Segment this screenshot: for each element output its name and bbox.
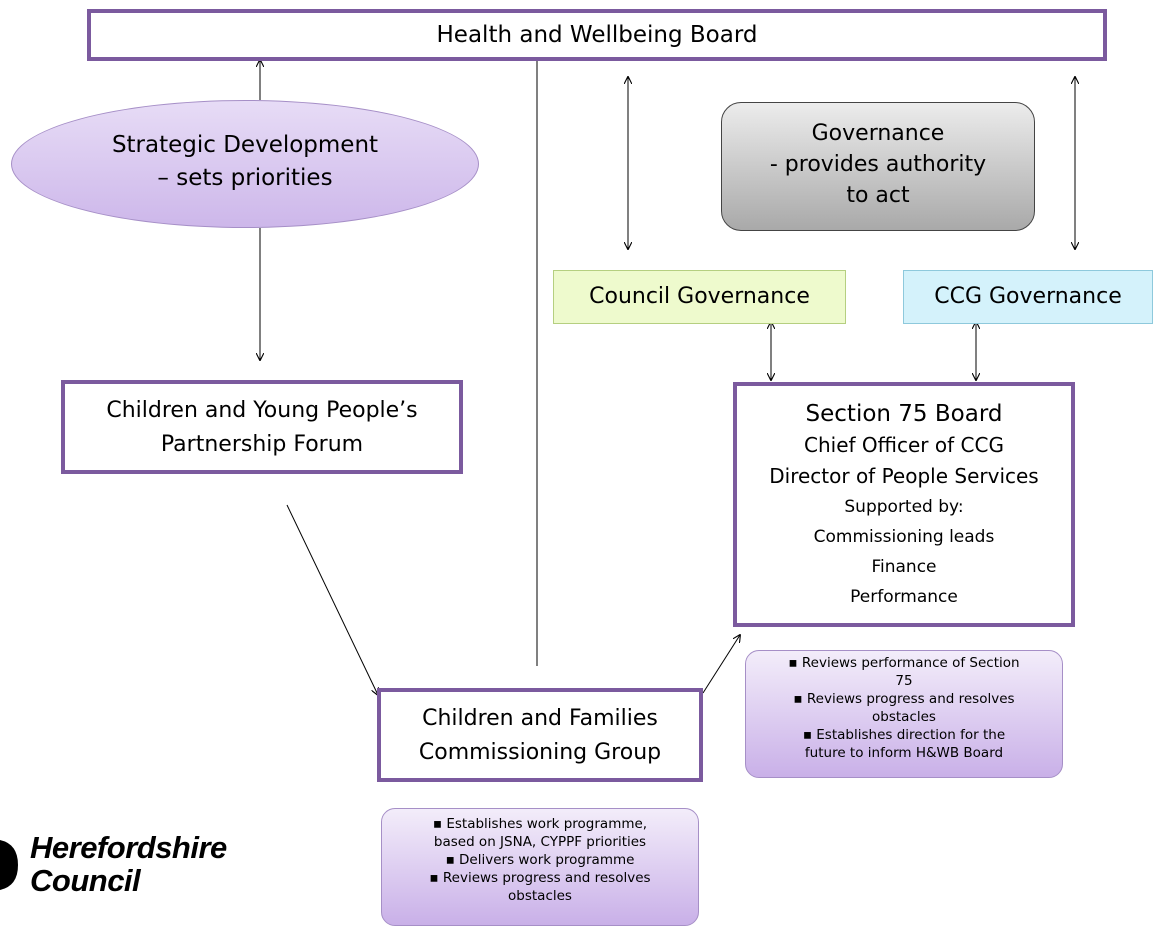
logo-line-1: Herefordshire bbox=[30, 830, 227, 865]
strategic-line-1: Strategic Development bbox=[111, 132, 379, 158]
governance-line-3: to act bbox=[846, 183, 910, 208]
s75-performance: Performance bbox=[850, 587, 958, 607]
cfcg-box: Children and Families Commissioning Grou… bbox=[377, 688, 703, 782]
s75-note-3b: future to inform H&WB Board bbox=[804, 745, 1004, 761]
logo-line-2: Council bbox=[30, 863, 141, 898]
s75-note-2b: obstacles bbox=[872, 709, 936, 725]
cyppf-box: Children and Young People’s Partnership … bbox=[61, 380, 463, 474]
s75-director: Director of People Services bbox=[769, 464, 1039, 488]
cfcg-line-2: Commissioning Group bbox=[418, 740, 662, 765]
cyppf-line-1: Children and Young People’s bbox=[106, 398, 418, 423]
s75-finance: Finance bbox=[871, 557, 937, 577]
ccg-governance-box: CCG Governance bbox=[903, 270, 1153, 324]
cfcg-note-2: Delivers work programme bbox=[382, 851, 698, 869]
governance-line-1: Governance bbox=[811, 121, 945, 146]
s75-chief-officer: Chief Officer of CCG bbox=[804, 433, 1004, 457]
board-title: Health and Wellbeing Board bbox=[436, 22, 758, 48]
health-wellbeing-board-box: Health and Wellbeing Board bbox=[87, 9, 1107, 61]
council-governance-box: Council Governance bbox=[553, 270, 846, 324]
cfcg-note-1a: Establishes work programme, bbox=[382, 815, 698, 833]
strategic-line-2: – sets priorities bbox=[157, 165, 333, 191]
cfcg-line-1: Children and Families bbox=[422, 706, 658, 731]
s75-note-1a: Reviews performance of Section bbox=[746, 654, 1062, 672]
cfcg-notes: Establishes work programme, based on JSN… bbox=[381, 808, 699, 926]
arrow-cyppf-to-cfcg bbox=[286, 504, 378, 695]
cfcg-note-3a: Reviews progress and resolves bbox=[382, 869, 698, 887]
ccg-governance-label: CCG Governance bbox=[934, 284, 1122, 309]
s75-title: Section 75 Board bbox=[805, 401, 1003, 427]
cyppf-line-2: Partnership Forum bbox=[160, 432, 364, 457]
s75-commissioning-leads: Commissioning leads bbox=[813, 527, 995, 547]
arrow-cfcg-to-s75 bbox=[702, 635, 740, 694]
governance-line-2: - provides authority bbox=[769, 152, 987, 177]
strategic-development-ellipse: Strategic Development – sets priorities bbox=[11, 100, 479, 228]
s75-note-2a: Reviews progress and resolves bbox=[746, 690, 1062, 708]
herefordshire-council-logo: Herefordshire Council bbox=[0, 830, 270, 900]
governance-box: Governance - provides authority to act bbox=[721, 102, 1035, 231]
s75-supported-by: Supported by: bbox=[844, 497, 964, 517]
council-governance-label: Council Governance bbox=[589, 284, 810, 309]
logo-emblem-icon bbox=[0, 840, 18, 890]
section-75-board-box: Section 75 Board Chief Officer of CCG Di… bbox=[733, 382, 1075, 627]
cfcg-note-3b: obstacles bbox=[508, 888, 572, 904]
s75-note-1b: 75 bbox=[895, 673, 913, 689]
section-75-notes: Reviews performance of Section 75 Review… bbox=[745, 650, 1063, 778]
cfcg-note-1b: based on JSNA, CYPPF priorities bbox=[433, 834, 647, 850]
s75-note-3a: Establishes direction for the bbox=[746, 726, 1062, 744]
